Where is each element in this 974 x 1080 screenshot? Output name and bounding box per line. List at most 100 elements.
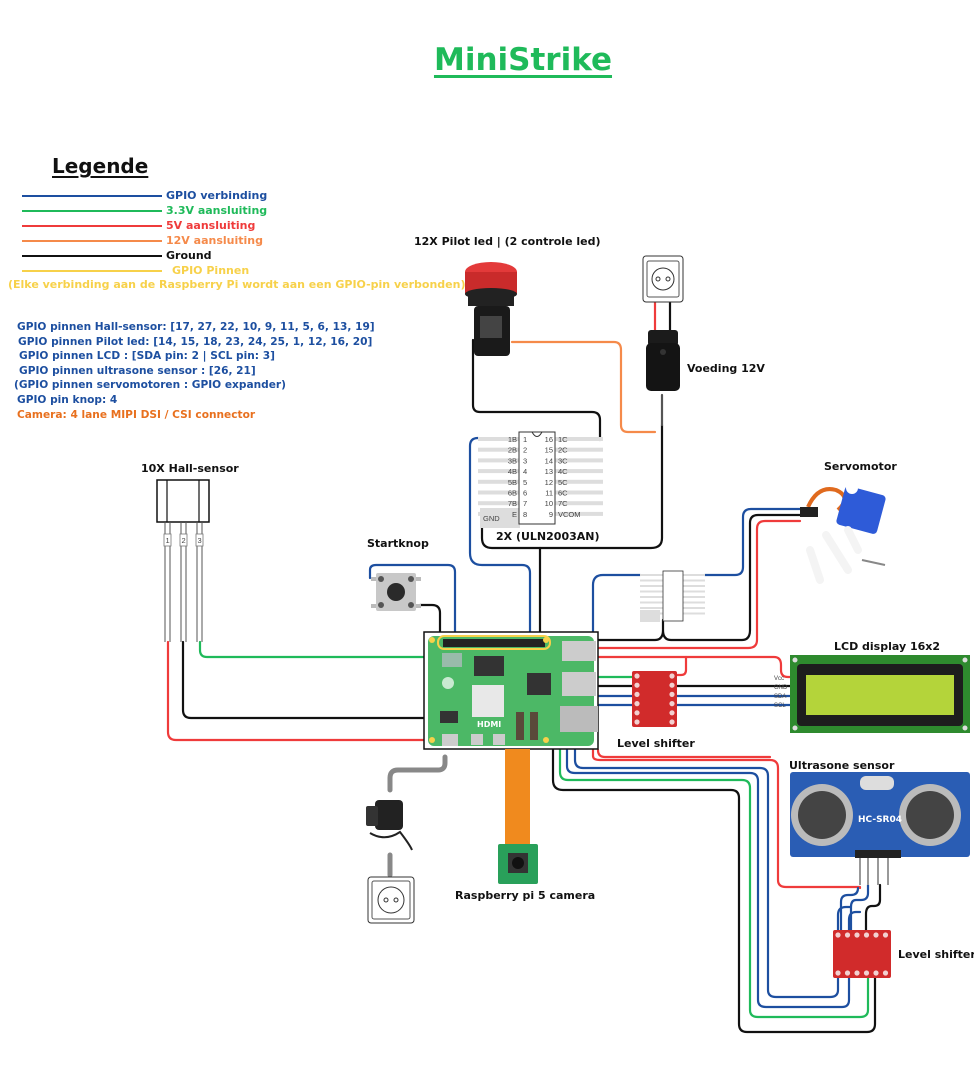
uln-left-pin-number: 6 <box>523 489 527 498</box>
level-shifter-pin <box>835 932 841 938</box>
uln-left-pin-number: 2 <box>523 446 527 455</box>
uln-right-pin-bar <box>555 437 603 441</box>
power-supply-image <box>646 330 680 391</box>
wire-us-gnd <box>551 746 877 1034</box>
level-shifter-pin <box>634 710 640 716</box>
uln-right-pin-number: 10 <box>545 499 553 508</box>
uln-left-pin-number: 1 <box>523 435 527 444</box>
uln-small-pin-bar <box>640 590 663 593</box>
wire-us-gnd-top <box>864 883 882 932</box>
gpio-info-line: GPIO pinnen Pilot led: [14, 15, 18, 23, … <box>18 335 373 348</box>
camera-module-image <box>498 749 538 884</box>
wire-hall-gnd <box>181 640 426 720</box>
ultrasonic-sensor-image: HC-SR04 <box>790 772 970 885</box>
level-shifter-pin <box>634 691 640 698</box>
legend-item: GPIO Pinnen <box>22 263 249 278</box>
wire-pi-uln2 <box>591 573 642 634</box>
uln-right-pin-number: 15 <box>545 446 553 455</box>
legend-line <box>22 254 162 257</box>
uln-small-pin-bar <box>683 596 705 598</box>
level-shifter-pin <box>669 691 675 698</box>
hall-sensor-image: 1 2 3 <box>156 479 210 642</box>
uln-small-pin-bar <box>683 601 705 604</box>
wire-hall-5v <box>166 640 426 742</box>
hall-pin-1: 1 <box>166 536 170 545</box>
level-shifter-1-image <box>632 671 677 727</box>
uln-right-pin-number: 13 <box>545 467 553 476</box>
uln-right-pin-label: 6C <box>558 489 568 498</box>
level-shifter-2-label: Level shifter <box>898 948 974 961</box>
level-shifter-pin <box>844 932 851 938</box>
uln-small-pin-bar <box>640 596 663 598</box>
wire-button-gnd <box>418 603 442 634</box>
level-shifter-pin <box>634 673 640 679</box>
legend-label: 5V aansluiting <box>166 219 256 232</box>
uln-right-pin-bar <box>555 469 603 474</box>
uln-right-pin-bar <box>555 447 603 452</box>
uln-left-pin-bar <box>478 458 519 463</box>
uln-left-pin-label: E <box>512 510 517 519</box>
level-shifter-pin <box>873 932 879 938</box>
uln-right-pin-label: 4C <box>558 467 568 476</box>
gpio-info-line: Camera: 4 lane MIPI DSI / CSI connector <box>17 408 256 421</box>
level-shifter-pin <box>835 970 841 976</box>
ultrasonic-model-label: HC-SR04 <box>858 815 902 825</box>
uln-left-pin-label: 6B <box>508 489 517 498</box>
level-shifter-pin <box>882 970 889 976</box>
uln-left-pin-number: 3 <box>523 456 527 465</box>
uln-right-pin-label: VCOM <box>558 510 581 519</box>
legend-item: 5V aansluiting <box>22 218 255 233</box>
legend-line <box>22 269 162 272</box>
uln-small-pin-bar <box>640 574 663 576</box>
legend-item: 3.3V aansluiting <box>22 203 267 218</box>
uln-small-pin-bar <box>683 585 705 587</box>
legend-item: GPIO verbinding <box>22 188 267 203</box>
level-shifter-1-pins <box>634 673 675 725</box>
servo-motor-image <box>800 482 886 584</box>
wire-us-3v3 <box>558 746 870 1019</box>
camera-label: Raspberry pi 5 camera <box>455 889 596 902</box>
wire-5v-bottom <box>596 748 772 759</box>
uln-right-pin-label: 5C <box>558 478 568 487</box>
uln-left-pin-number: 7 <box>523 499 527 508</box>
pi-hdmi-label: HDMI <box>477 720 501 729</box>
pi-power-adapter-image <box>366 800 413 851</box>
uln-right-pin-number: 9 <box>549 510 553 519</box>
gpio-pin-list: GPIO pinnen Hall-sensor: [17, 27, 22, 10… <box>14 320 375 422</box>
uln-small-pin-bar <box>640 607 663 609</box>
gpio-info-line: GPIO pin knop: 4 <box>17 393 118 406</box>
legend-label: GPIO verbinding <box>166 189 268 202</box>
uln-left-pin-label: 1B <box>508 435 517 444</box>
wire-uln-gpio <box>468 436 532 634</box>
level-shifter-pin <box>669 710 675 716</box>
lcd-pin-scl: SCL <box>774 703 786 709</box>
lcd-pin-sda: SDA <box>774 694 786 700</box>
uln-left-pin-bar <box>478 490 519 495</box>
uln-left-pin-bar <box>478 479 519 484</box>
level-shifter-pin <box>854 970 860 976</box>
uln-left-pin-label: 7B <box>508 499 517 508</box>
uln-left-pin-label: 2B <box>508 446 517 455</box>
uln-small-pin-bar <box>683 579 705 582</box>
level-shifter-2-pins <box>835 932 889 976</box>
wire-us-trig <box>839 886 860 932</box>
uln-right-pin-number: 14 <box>545 456 553 465</box>
raspberry-pi-5-board: HDMI <box>423 631 599 750</box>
legend-note: (Elke verbinding aan de Raspberry Pi wor… <box>8 278 470 291</box>
wire-led-12v <box>510 340 657 434</box>
uln-small-pin-bar <box>640 585 663 587</box>
lcd-pin-gnd: GND <box>774 685 788 691</box>
uln-small-pin-bar <box>683 612 705 615</box>
uln-left-pin-bar <box>478 437 519 441</box>
ultrasonic-label: Ultrasone sensor <box>789 759 895 772</box>
lcd-label: LCD display 16x2 <box>834 640 941 653</box>
uln-right-pin-label: 2C <box>558 446 568 455</box>
lcd-pin-labels: Vcc GND SDA SCL <box>774 676 788 709</box>
wire-uln2-servo-gpio <box>703 507 802 577</box>
uln-small-pin-bar <box>640 601 663 604</box>
wire-button-gpio <box>368 563 457 634</box>
wall-socket-bottom <box>367 876 415 924</box>
level-shifter-pin <box>669 673 675 679</box>
uln-left-pin-bar <box>478 469 519 474</box>
